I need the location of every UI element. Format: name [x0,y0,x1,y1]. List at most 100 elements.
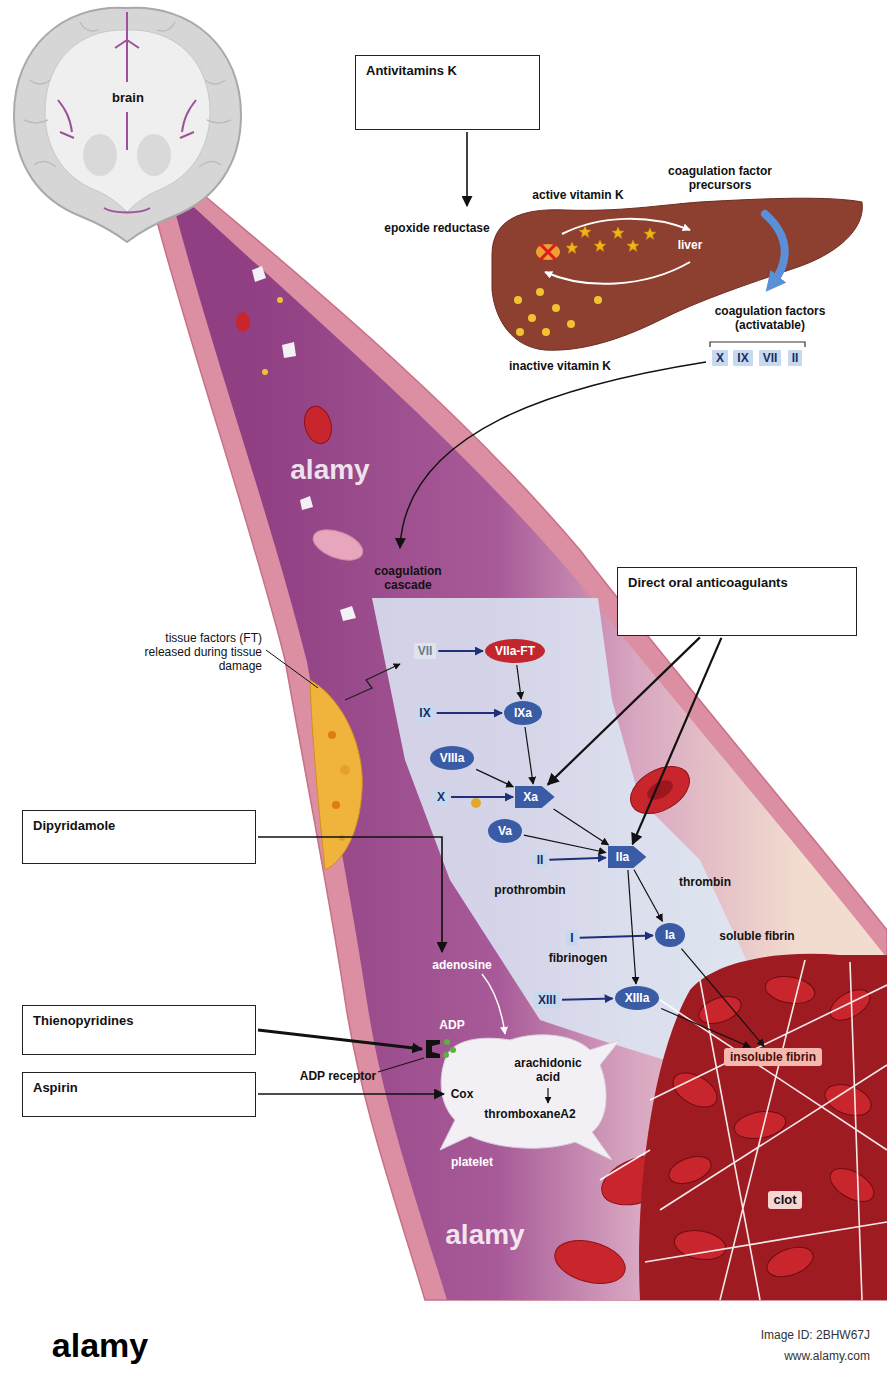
drug-arrow-part [258,1030,422,1049]
molecule-label: ADP [439,1018,464,1032]
node-text: IIa [616,850,629,864]
molecule-label: adenosine [432,958,491,972]
leader-line [266,342,805,1072]
liver-part [644,228,656,240]
factor-box: IX [415,705,434,721]
platelet-fragment-part [340,606,356,621]
website: www.alamy.com [784,1349,870,1363]
factor-name: prothrombin [494,883,565,897]
drug-box: Aspirin [22,1072,256,1117]
node-text: Xa [523,790,538,804]
process-label: coagulation factor precursors [661,164,779,192]
receptor-label: ADP receptor [300,1069,376,1083]
connector-group [437,637,764,1047]
factor-arrow-shape: IIa [608,846,646,868]
plaque-part [310,680,362,870]
clot-part [665,1151,715,1189]
factor-arrow-shape: Xa [515,786,555,808]
molecule-label: arachidonic acid [507,1056,589,1084]
connector [633,638,722,844]
node-text: XIII [538,993,556,1007]
adp-receptor-part [450,1047,456,1053]
clot-part [600,960,887,1300]
factor-box: I [566,930,577,946]
organ-label: liver [678,238,703,252]
node-text: Thienopyridines [33,1013,245,1029]
liver-part [579,226,591,238]
leader-line-part [378,1058,424,1072]
drug-arrow-part [466,132,468,206]
watermark: alamy [290,453,369,487]
node-text: II [537,853,544,867]
connector [628,870,636,984]
enzyme-label: epoxide reductase [384,221,489,235]
clot-part [763,1242,817,1283]
liver-part [528,314,536,322]
factor-ellipse: Ia [655,923,685,947]
blood-vessel [150,192,887,1300]
node-text: Dipyridamole [33,818,245,834]
factor-box: XIII [534,992,560,1008]
factor-box: IX [733,350,752,366]
node-text: IXa [514,706,532,720]
connector [661,1008,750,1047]
leader-line-part [482,974,505,1034]
factor-ellipse: IXa [504,701,542,725]
liver-part [536,244,560,260]
connector [437,712,502,714]
node-text: XIIIa [625,991,650,1005]
platelet-fragment-part [252,266,266,282]
plaque-part [339,835,345,841]
factor-ellipse: XIIIa [615,986,660,1010]
platelet-fragment-part [300,496,313,510]
clot-part [667,1066,723,1114]
connector [451,796,513,798]
liver-part [545,262,690,284]
platelet-part [547,1088,548,1103]
logo-text: alamy [52,1325,148,1366]
blood-vessel-part [172,200,887,1300]
watermark: alamy [445,1218,524,1252]
liver-part [594,296,602,304]
node-text: Ia [665,928,675,942]
red-blood-cell-part [309,524,367,566]
red-blood-cell-part [550,1233,630,1290]
connector [634,870,662,921]
factor-name: soluble fibrin [719,929,794,943]
platelet-fragment-part [282,342,296,358]
red-blood-cell-part [236,312,250,332]
factor-box: X [712,350,728,366]
connector [580,936,653,938]
molecule-label: inactive vitamin K [509,359,611,373]
connector [554,809,609,845]
cell-label: platelet [451,1155,493,1169]
image-id: Image ID: 2BHW67J [761,1328,870,1342]
red-blood-cell-part [622,757,697,824]
brain-illustration-part [14,8,241,242]
node-text: Antivitamins K [366,63,529,79]
liver-part [594,240,606,252]
clot-part [821,1079,876,1122]
connector [525,727,533,784]
leader-line-part [400,362,706,548]
cascade-band-part [372,598,765,1080]
factor-box: VII [414,643,437,659]
drug-box: Dipyridamole [22,810,256,864]
factor-ellipse: Va [488,819,522,843]
factor-box: VII [759,350,782,366]
callout-text: tissue factors (FT) released during tiss… [132,631,262,673]
platelet-part [440,1035,620,1160]
molecule-label: active vitamin K [532,188,623,202]
platelet-fragment-part [262,369,268,375]
liver-part [540,244,556,260]
fibrin-patch: insoluble fibrin [724,1048,822,1066]
node-text: VIIIa [440,751,465,765]
adp-receptor-part [426,1040,440,1058]
liver-part [542,328,550,336]
enzyme-label: Cox [451,1087,474,1101]
drug-box: Antivitamins K [355,55,540,130]
node-text: IX [419,706,430,720]
factor-ellipse: VIIIa [430,746,475,770]
liver-part [514,296,522,304]
